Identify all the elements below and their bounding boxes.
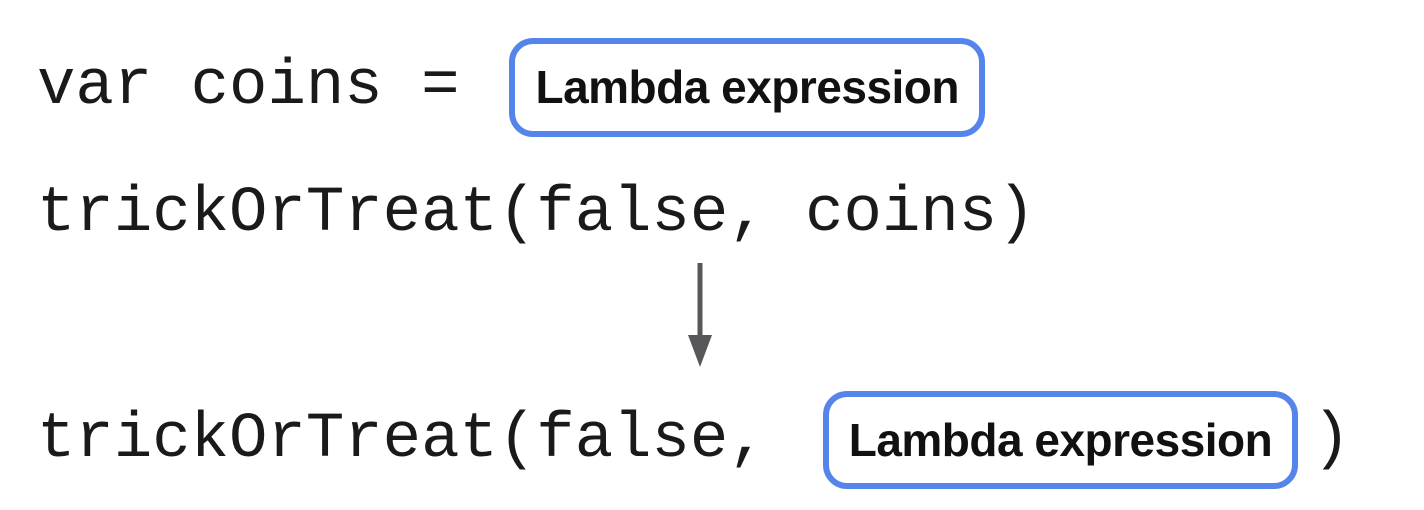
function-call-line: trickOrTreat(false, coins) [37, 182, 1036, 246]
lambda-expression-box-assignment: Lambda expression [509, 37, 986, 137]
code-trickortreat-call-prefix: trickOrTreat(false, [37, 404, 767, 476]
assignment-line: var coins = Lambda expression [37, 37, 986, 137]
lambda-expression-label: Lambda expression [535, 61, 960, 113]
code-trickortreat-call: trickOrTreat(false, coins) [37, 178, 1036, 250]
lambda-expression-box-argument: Lambda expression [822, 391, 1299, 489]
down-arrow-icon [688, 263, 712, 367]
lambda-expression-label: Lambda expression [848, 414, 1273, 466]
code-var-coins-assignment: var coins = [37, 51, 460, 123]
code-closing-paren: ) [1312, 404, 1351, 476]
substituted-call-line: trickOrTreat(false, Lambda expression ) [37, 390, 1351, 490]
